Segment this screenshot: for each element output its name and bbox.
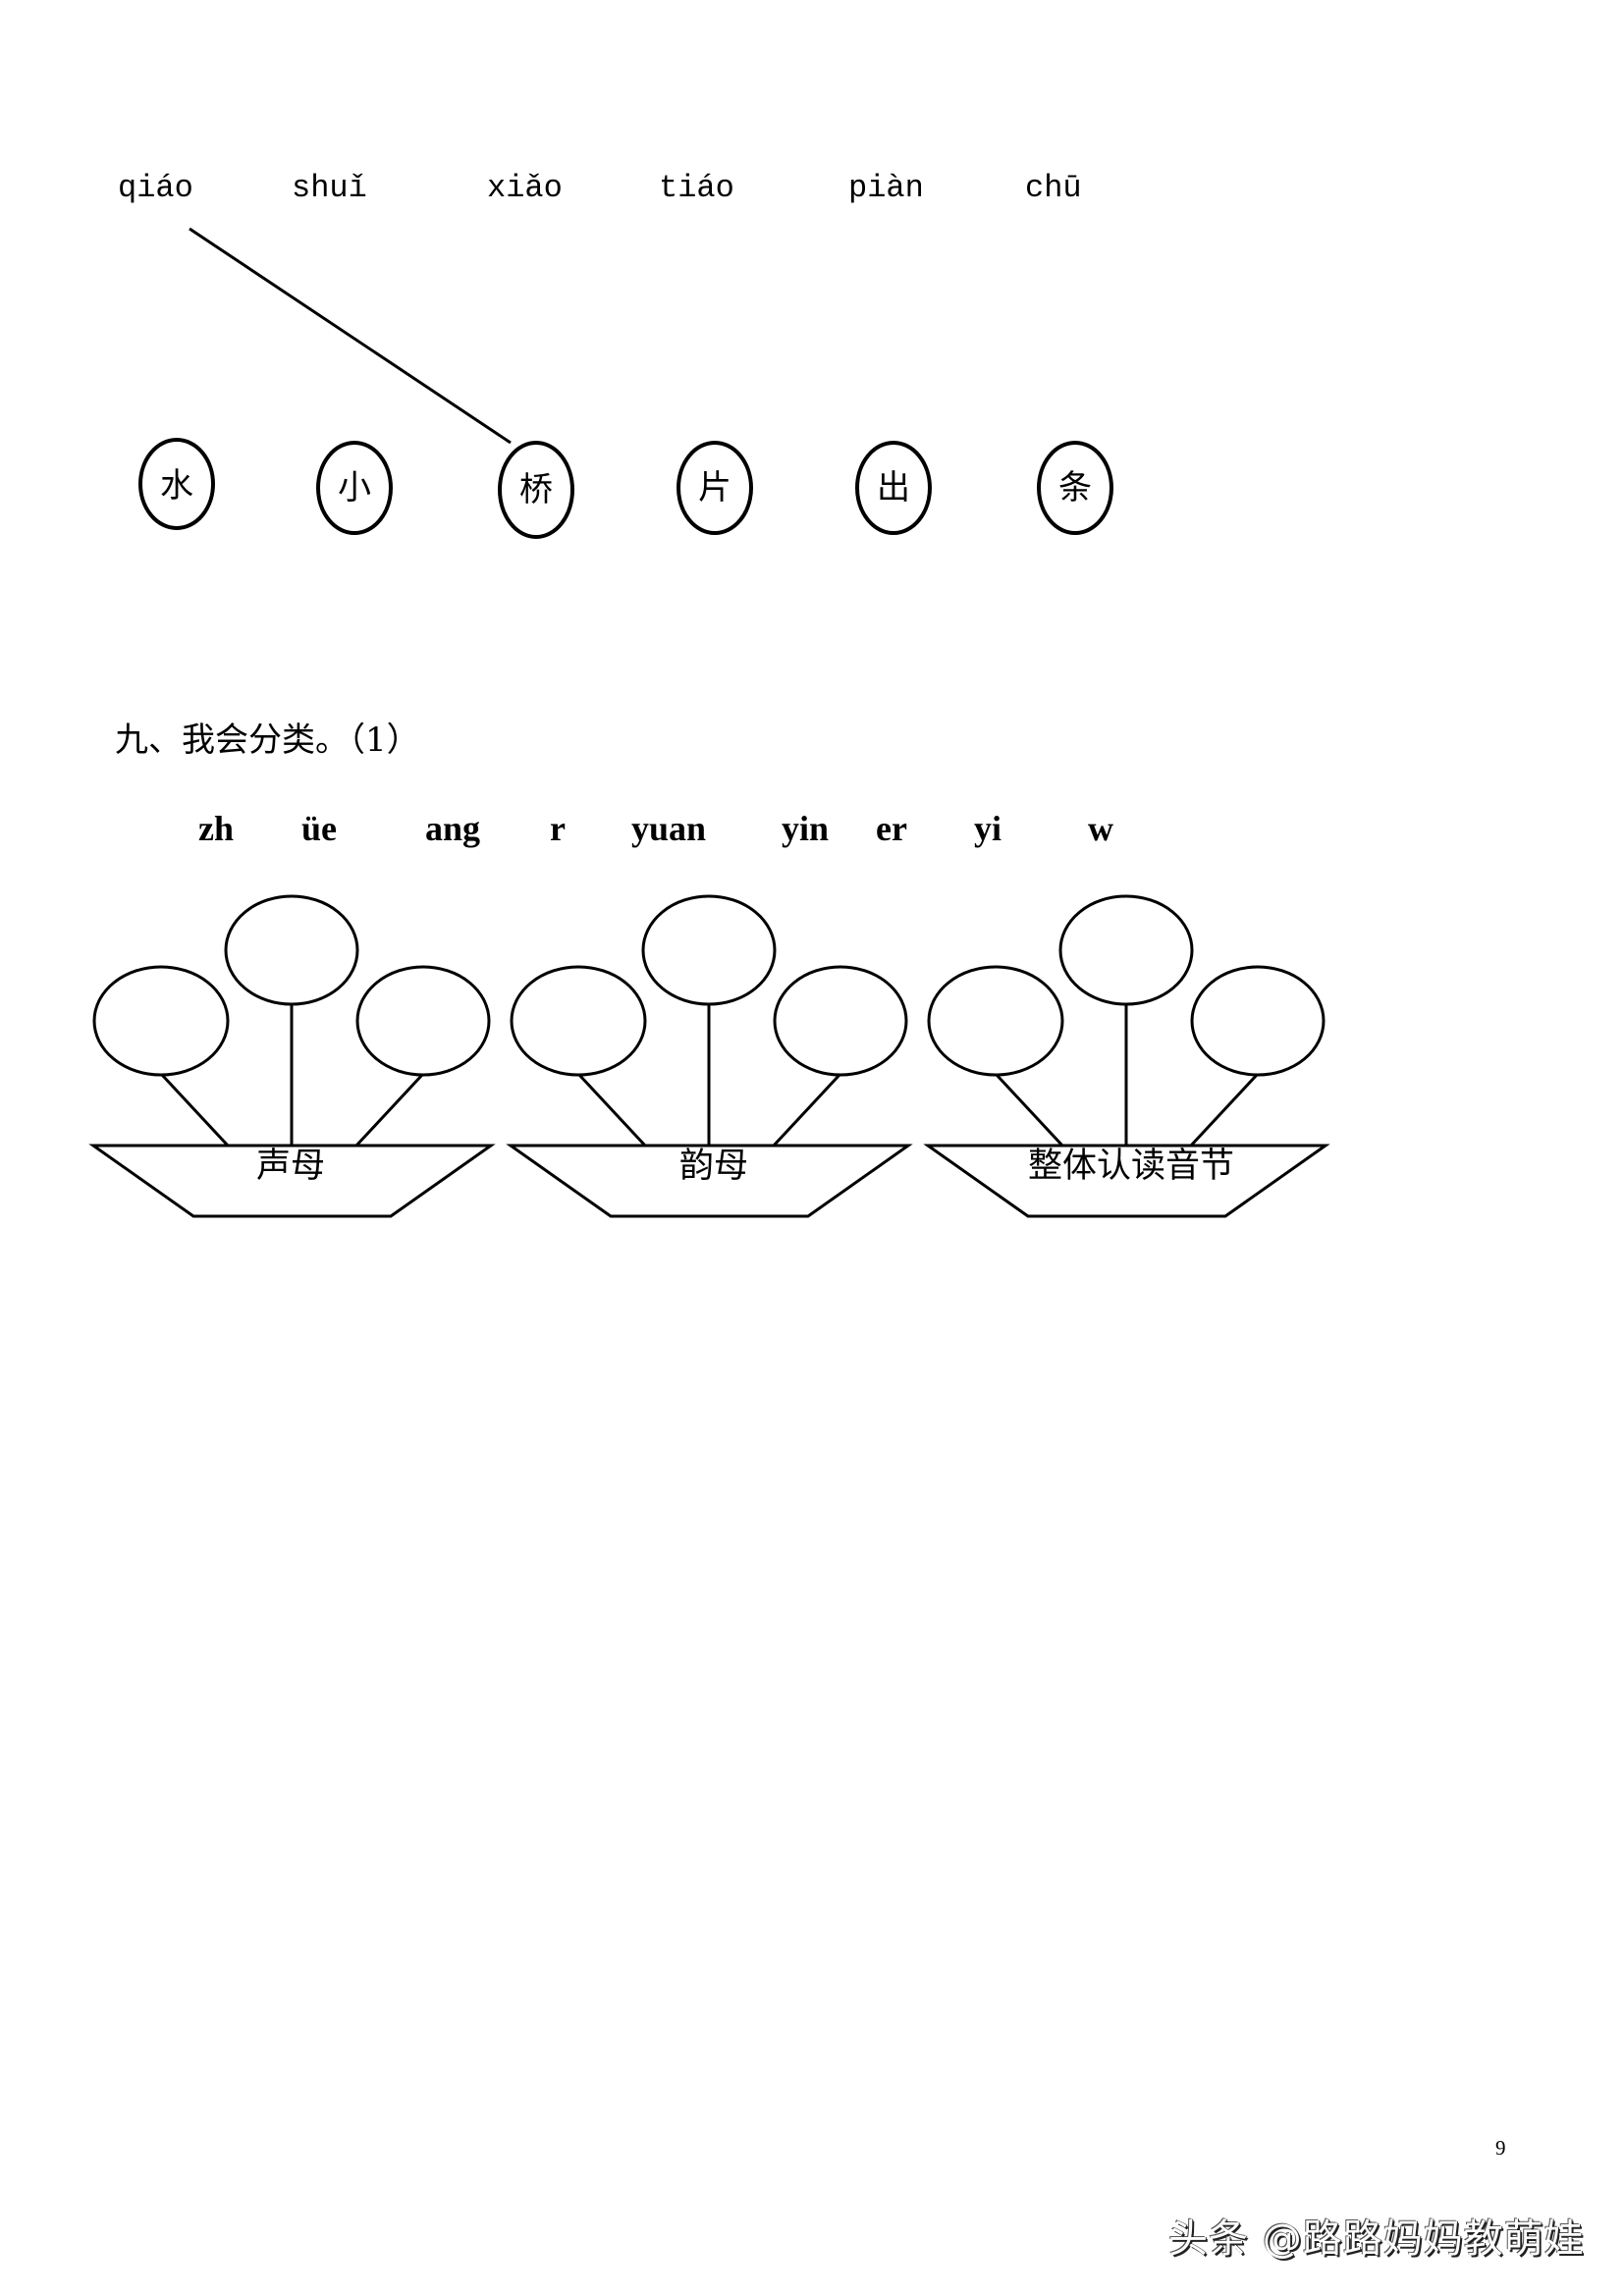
answer-bubble-right[interactable] [773, 965, 908, 1077]
character-item: 条 [1058, 468, 1092, 507]
pinyin-item[interactable]: piàn [848, 170, 924, 206]
character-item: 桥 [519, 470, 553, 509]
tree-shengmu [88, 894, 496, 1218]
pot-shape [88, 1144, 496, 1218]
pot-label-shengmu: 声母 [255, 1147, 326, 1186]
answer-bubble-right[interactable] [1190, 965, 1326, 1077]
classify-item[interactable]: yuan [631, 809, 707, 848]
character-item: 出 [877, 468, 910, 507]
classify-item[interactable]: r [550, 809, 566, 848]
character-item: 小 [338, 468, 371, 507]
section-heading: 九、我会分类。（1） [115, 721, 420, 760]
character-item: 水 [160, 466, 193, 506]
character-item: 片 [698, 468, 731, 507]
char-oval-3[interactable] [498, 441, 574, 539]
classify-item[interactable]: er [876, 809, 907, 848]
pinyin-item[interactable]: xiǎo [487, 170, 563, 206]
classify-item[interactable]: yi [974, 809, 1002, 848]
pot-shape [923, 1144, 1330, 1218]
char-oval-2[interactable] [316, 441, 393, 535]
pinyin-item[interactable]: tiáo [659, 170, 734, 206]
answer-bubble-top[interactable] [641, 894, 777, 1006]
tree-yunmu [506, 894, 913, 1218]
pinyin-item[interactable]: shuǐ [292, 170, 367, 206]
classify-item[interactable]: w [1088, 809, 1113, 848]
char-oval-4[interactable] [677, 441, 753, 535]
pot-label-zhengti: 整体认读音节 [1027, 1147, 1235, 1186]
classify-item[interactable]: zh [198, 809, 234, 848]
pinyin-item[interactable]: qiáo [118, 170, 193, 206]
char-oval-1[interactable] [138, 438, 215, 530]
answer-bubble-left[interactable] [927, 965, 1064, 1077]
answer-bubble-right[interactable] [355, 965, 491, 1077]
classify-item[interactable]: yin [782, 809, 830, 848]
pot-label-yunmu: 韵母 [678, 1147, 749, 1186]
answer-bubble-top[interactable] [224, 894, 359, 1006]
tree-zhengti [923, 894, 1330, 1218]
answer-bubble-left[interactable] [510, 965, 647, 1077]
answer-bubble-left[interactable] [92, 965, 230, 1077]
sample-connecting-line [189, 227, 512, 445]
pinyin-item[interactable]: chū [1025, 170, 1082, 206]
page-number: 9 [1495, 2136, 1506, 2160]
char-oval-5[interactable] [855, 441, 932, 535]
classify-item[interactable]: ang [425, 809, 481, 848]
watermark: 头条 @路路妈妈教萌娃 [1168, 2216, 1585, 2262]
pot-shape [506, 1144, 913, 1218]
char-oval-6[interactable] [1037, 441, 1113, 535]
classify-item[interactable]: üe [301, 809, 337, 848]
answer-bubble-top[interactable] [1058, 894, 1194, 1006]
